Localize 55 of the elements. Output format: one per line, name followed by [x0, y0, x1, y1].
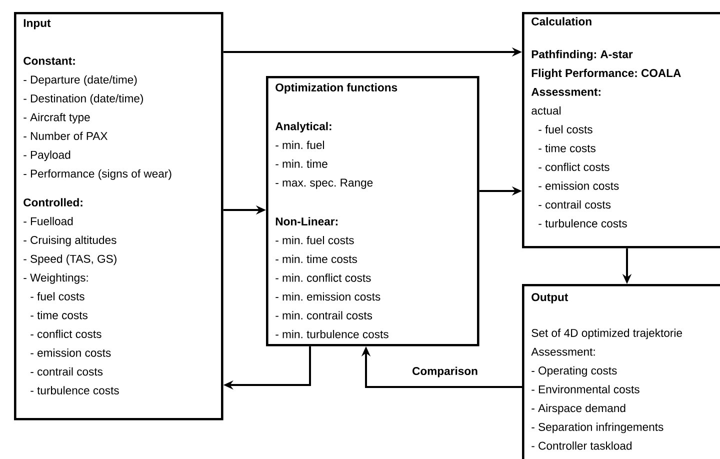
section-heading: Controlled:	[24, 198, 82, 206]
list-item: - min. time	[276, 160, 328, 168]
list-item: - emission costs	[30, 348, 111, 357]
list-item: - Airspace demand	[532, 404, 626, 414]
text-box	[522, 12, 720, 248]
list-item: - max. spec. Range	[276, 178, 373, 189]
list-item: - Environmental costs	[532, 385, 640, 394]
section-heading: Constant:	[24, 56, 75, 65]
section-heading: Non-Linear:	[276, 217, 338, 226]
edge-label: Comparison	[411, 366, 479, 378]
list-item: - min. contrail costs	[276, 311, 372, 320]
list-item: - min. fuel costs	[276, 236, 354, 244]
list-item: - fuel costs	[538, 125, 592, 134]
list-item: - emission costs	[538, 182, 619, 190]
section-heading: Pathfinding: A-star	[532, 50, 633, 61]
list-item: - time costs	[30, 310, 88, 320]
list-item: - conflict costs	[538, 162, 610, 172]
box-heading: Output	[532, 293, 568, 304]
section-heading: Analytical:	[275, 122, 332, 132]
list-item: - min. time costs	[276, 254, 357, 264]
list-item: - turbulence costs	[538, 219, 627, 228]
list-item: - Number of PAX	[24, 132, 108, 140]
list-item: - Speed (TAS, GS)	[24, 254, 116, 266]
box-heading: Optimization functions	[276, 83, 398, 94]
box-heading: Input	[24, 19, 51, 30]
list-item: - min. conflict costs	[276, 274, 371, 282]
list-item: - Departure (date/time)	[24, 75, 137, 86]
list-item: - Separation infringements	[532, 422, 664, 434]
list-item: - min. fuel	[276, 140, 324, 150]
list-item: Assessment:	[531, 348, 595, 356]
list-item: - Controller taskload	[532, 441, 632, 450]
box-heading: Calculation	[532, 17, 592, 26]
list-item: - fuel costs	[30, 292, 84, 300]
list-item: - contrail costs	[30, 367, 103, 376]
list-item: - contrail costs	[538, 200, 611, 209]
list-item: - Payload	[24, 150, 70, 162]
list-item: - turbulence costs	[30, 386, 119, 394]
list-item: - Performance (signs of wear)	[24, 169, 172, 180]
list-item: - time costs	[538, 144, 596, 152]
text-box	[522, 284, 720, 459]
section-heading: Flight Performance: COALA	[532, 68, 681, 80]
list-item: actual	[532, 106, 561, 115]
list-item: - Aircraft type	[24, 112, 90, 124]
list-item: - Weightings:	[24, 273, 88, 284]
list-item: - Operating costs	[532, 366, 617, 377]
list-item: - min. emission costs	[276, 292, 380, 301]
list-item: - Destination (date/time)	[24, 94, 143, 105]
list-item: - min. turbulence costs	[276, 330, 388, 338]
list-item: - Cruising altitudes	[24, 236, 116, 246]
section-heading: Assessment:	[531, 88, 600, 96]
list-item: - conflict costs	[30, 330, 102, 338]
text-box	[14, 12, 224, 420]
list-item: Set of 4D optimized trajektorie	[532, 328, 682, 340]
text-box	[266, 76, 480, 346]
list-item: - Fuelload	[24, 216, 73, 226]
